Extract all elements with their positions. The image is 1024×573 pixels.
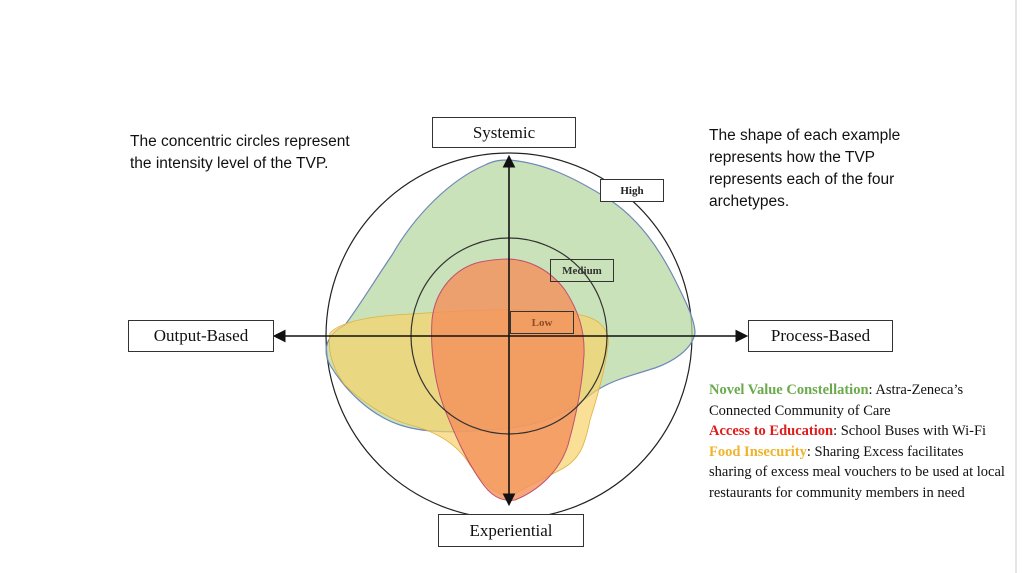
axis-label-experiential: Experiential <box>438 514 584 547</box>
legend-desc: : Astra-Zeneca’s Connected Community of … <box>709 382 964 419</box>
legend-desc: : School Buses with Wi-Fi <box>833 423 987 439</box>
axis-label-process-based: Process-Based <box>748 320 893 352</box>
shape-note: The shape of each example represents how… <box>709 127 901 210</box>
legend-key: Novel Value Constellation <box>709 382 869 398</box>
legend-key: Food Insecurity <box>709 443 807 460</box>
level-label-low: Low <box>510 311 574 334</box>
legend-item-novel-value: Novel Value Constellation: Astra-Zeneca’… <box>709 380 1009 421</box>
legend: Novel Value Constellation: Astra-Zeneca’… <box>709 380 1009 503</box>
axis-label-output-based: Output-Based <box>128 320 274 352</box>
access-to-education-shape <box>431 258 585 501</box>
level-label-medium: Medium <box>550 259 614 282</box>
legend-key: Access to Education <box>709 423 834 439</box>
legend-item-access-education: Access to Education: School Buses with W… <box>709 421 1009 442</box>
axis-label-systemic: Systemic <box>432 117 576 148</box>
slide-edge <box>1015 0 1017 573</box>
legend-item-food-insecurity: Food Insecurity: Sharing Excess facilita… <box>709 442 1009 504</box>
level-label-high: High <box>600 179 664 202</box>
legend-desc: : Sharing Excess facilitates sharing of … <box>709 443 1005 501</box>
intensity-note: The concentric circles represent the int… <box>130 133 350 172</box>
